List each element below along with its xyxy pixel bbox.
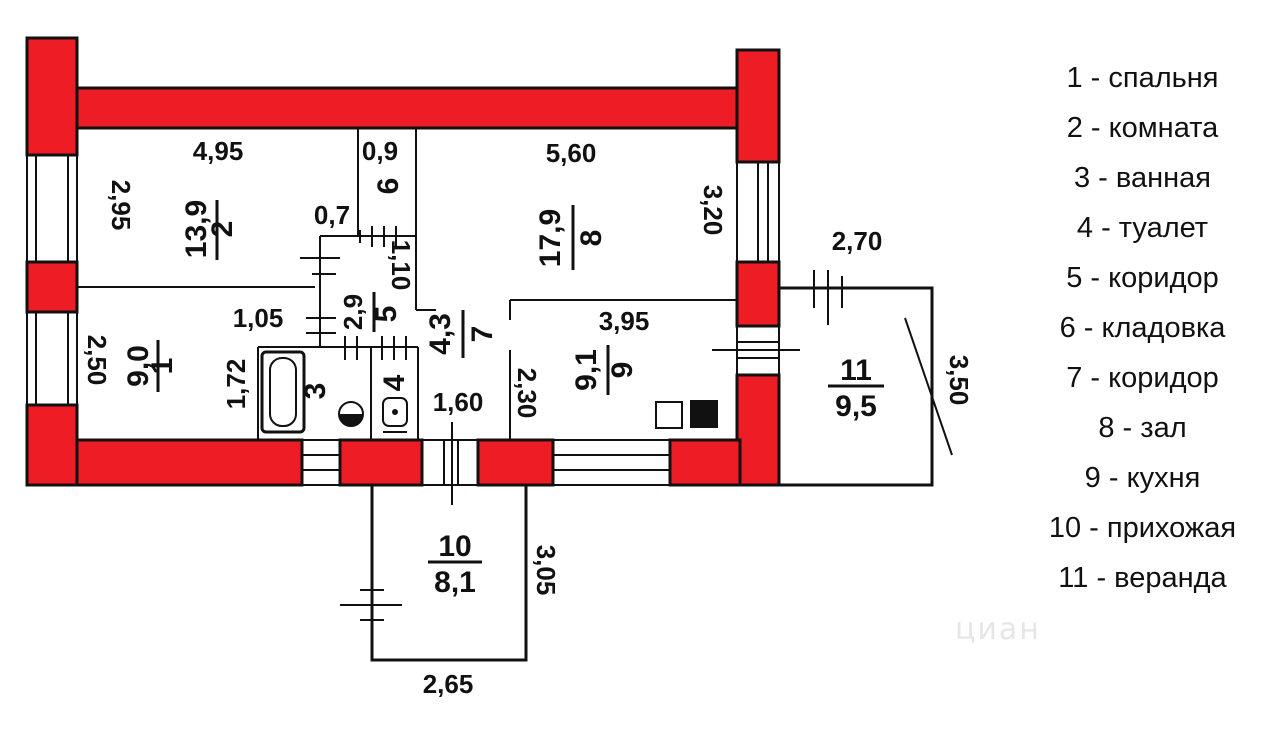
room-number: 1	[146, 358, 179, 375]
room-area: 8,1	[434, 566, 476, 599]
wall-left-middle	[25, 260, 79, 314]
room-number-4: 4	[378, 374, 411, 391]
dim-label: 3,05	[531, 545, 561, 596]
stove-icon	[655, 400, 718, 429]
wall-right-upper	[735, 48, 781, 164]
window-bottom-3	[552, 439, 671, 486]
window-bottom-2	[421, 439, 479, 486]
legend-item-8: 8 - зал	[1098, 412, 1187, 444]
room-label-8: 8 17,9	[534, 205, 608, 270]
legend-item-11: 11 - веранда	[1058, 562, 1227, 594]
room-label-1: 1 9,0	[122, 340, 179, 392]
window-left-lower	[26, 311, 78, 406]
washbasin-icon	[338, 401, 364, 427]
room-area: 9,5	[835, 390, 877, 423]
dim-label: 2,95	[106, 180, 136, 231]
wall-bottom-1	[75, 438, 304, 487]
wall-right-middle	[735, 260, 781, 328]
room-area: 9,1	[570, 349, 603, 391]
legend-item-10: 10 - прихожая	[1048, 512, 1237, 544]
dim-label: 2,70	[832, 226, 883, 256]
wall-bottom-right	[668, 438, 742, 487]
hallway-outline	[340, 485, 528, 662]
door-marks	[300, 226, 800, 505]
room-label-9: 9 9,1	[570, 345, 639, 395]
dim-label: 3,50	[944, 355, 974, 406]
room-label-5: 5 2,9	[338, 292, 403, 332]
bathtub-icon	[260, 350, 306, 434]
toilet-icon	[382, 397, 408, 433]
dim-label: 1,10	[386, 240, 416, 291]
legend-item-7: 7 - коридор	[1066, 362, 1219, 394]
legend: 1 - спальня 2 - комната 3 - ванная 4 - т…	[1010, 58, 1275, 608]
veranda-outline	[779, 270, 953, 487]
wall-bottom-3	[476, 438, 555, 487]
room-label-6: 0,9 6	[362, 136, 405, 194]
dimension-labels: 4,95 2,95 0,7 1,10 5,60 3,20 2,70 3,50 3…	[82, 136, 974, 699]
window-bottom-1	[301, 439, 341, 486]
legend-item-2: 2 - комната	[1066, 112, 1219, 144]
watermark-logo: циан	[955, 612, 1041, 647]
floor-plan: 1 9,0 2 13,9 3 4 5 2,9 0,9 6 7 4,3 8 17,…	[25, 36, 974, 699]
room-number: 10	[438, 530, 471, 563]
room-label-10: 10 8,1	[428, 530, 482, 599]
windows	[26, 154, 780, 486]
room-number: 11	[840, 354, 872, 387]
room-area: 0,9	[362, 136, 398, 166]
room-area: 17,9	[534, 209, 567, 267]
room-number: 5	[370, 306, 403, 323]
room-number: 6	[372, 178, 405, 195]
window-left-upper	[26, 154, 78, 263]
legend-item-3: 3 - ванная	[1074, 162, 1211, 194]
dim-label: 5,60	[546, 138, 597, 168]
legend-item-4: 4 - туалет	[1076, 212, 1209, 244]
room-area: 13,9	[180, 200, 213, 258]
dim-label: 4,95	[193, 136, 244, 166]
dim-label: 3,20	[698, 185, 728, 236]
dim-label: 0,7	[314, 200, 350, 230]
room-number: 9	[606, 362, 639, 379]
legend-item-9: 9 - кухня	[1084, 462, 1201, 494]
room-number: 7	[466, 326, 499, 343]
legend-item-6: 6 - кладовка	[1059, 312, 1226, 344]
dim-label: 2,50	[82, 335, 112, 386]
room-area: 4,3	[424, 313, 457, 355]
dim-label: 1,05	[233, 303, 284, 333]
wall-left-upper	[25, 36, 79, 157]
dim-label: 1,72	[221, 359, 251, 410]
room-label-11: 11 9,5	[828, 354, 884, 423]
dim-label: 2,30	[512, 368, 542, 419]
wall-top	[75, 86, 739, 130]
room-number: 8	[575, 230, 608, 247]
dim-label: 2,65	[423, 669, 474, 699]
wall-left-lower	[25, 403, 79, 487]
wall-right-lower	[735, 373, 781, 487]
legend-item-1: 1 - спальня	[1066, 62, 1219, 94]
partitions	[77, 128, 737, 440]
room-label-2: 2 13,9	[180, 200, 239, 260]
room-label-7: 7 4,3	[424, 310, 499, 358]
dim-label: 3,95	[599, 306, 650, 336]
room-number-3: 3	[299, 383, 332, 400]
window-right-upper	[736, 161, 780, 263]
room-number: 2	[206, 221, 239, 238]
dim-label: 1,60	[433, 387, 484, 417]
wall-bottom-2	[338, 438, 424, 487]
room-area: 2,9	[338, 294, 368, 330]
room-area: 9,0	[122, 345, 155, 387]
legend-item-5: 5 - коридор	[1066, 262, 1219, 294]
